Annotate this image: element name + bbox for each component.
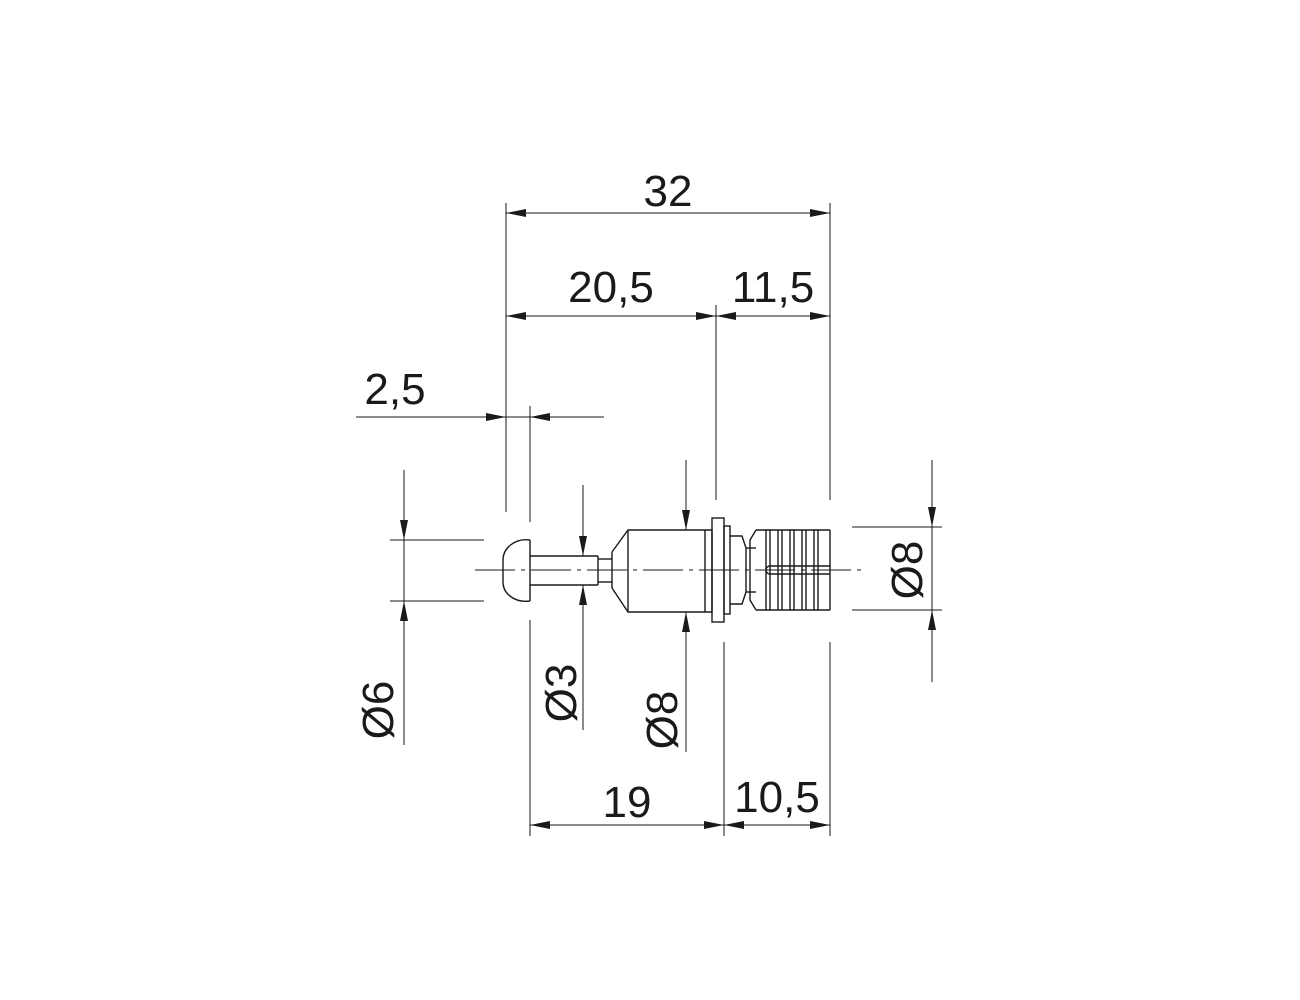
part-outline: [475, 517, 862, 623]
dim-head-height: 2,5: [364, 365, 425, 414]
dim-body-diameter: Ø8: [638, 691, 687, 750]
dim-section-a-length: 20,5: [568, 263, 654, 312]
dim-sleeve-length: 10,5: [734, 773, 820, 822]
dim-head-diameter: Ø6: [354, 681, 403, 740]
dimension-lines: [356, 209, 936, 829]
dim-overall-length: 32: [644, 167, 693, 216]
ribbed-sleeve: [756, 529, 831, 611]
pin-head: [502, 539, 531, 602]
dim-body-length: 19: [603, 778, 652, 827]
flange: [711, 517, 757, 623]
cylinder-body: [611, 529, 713, 613]
dim-pin-diameter: Ø3: [537, 664, 586, 723]
dim-sleeve-diameter: Ø8: [883, 541, 932, 600]
extension-lines: [390, 203, 942, 836]
dim-section-b-length: 11,5: [732, 263, 814, 312]
